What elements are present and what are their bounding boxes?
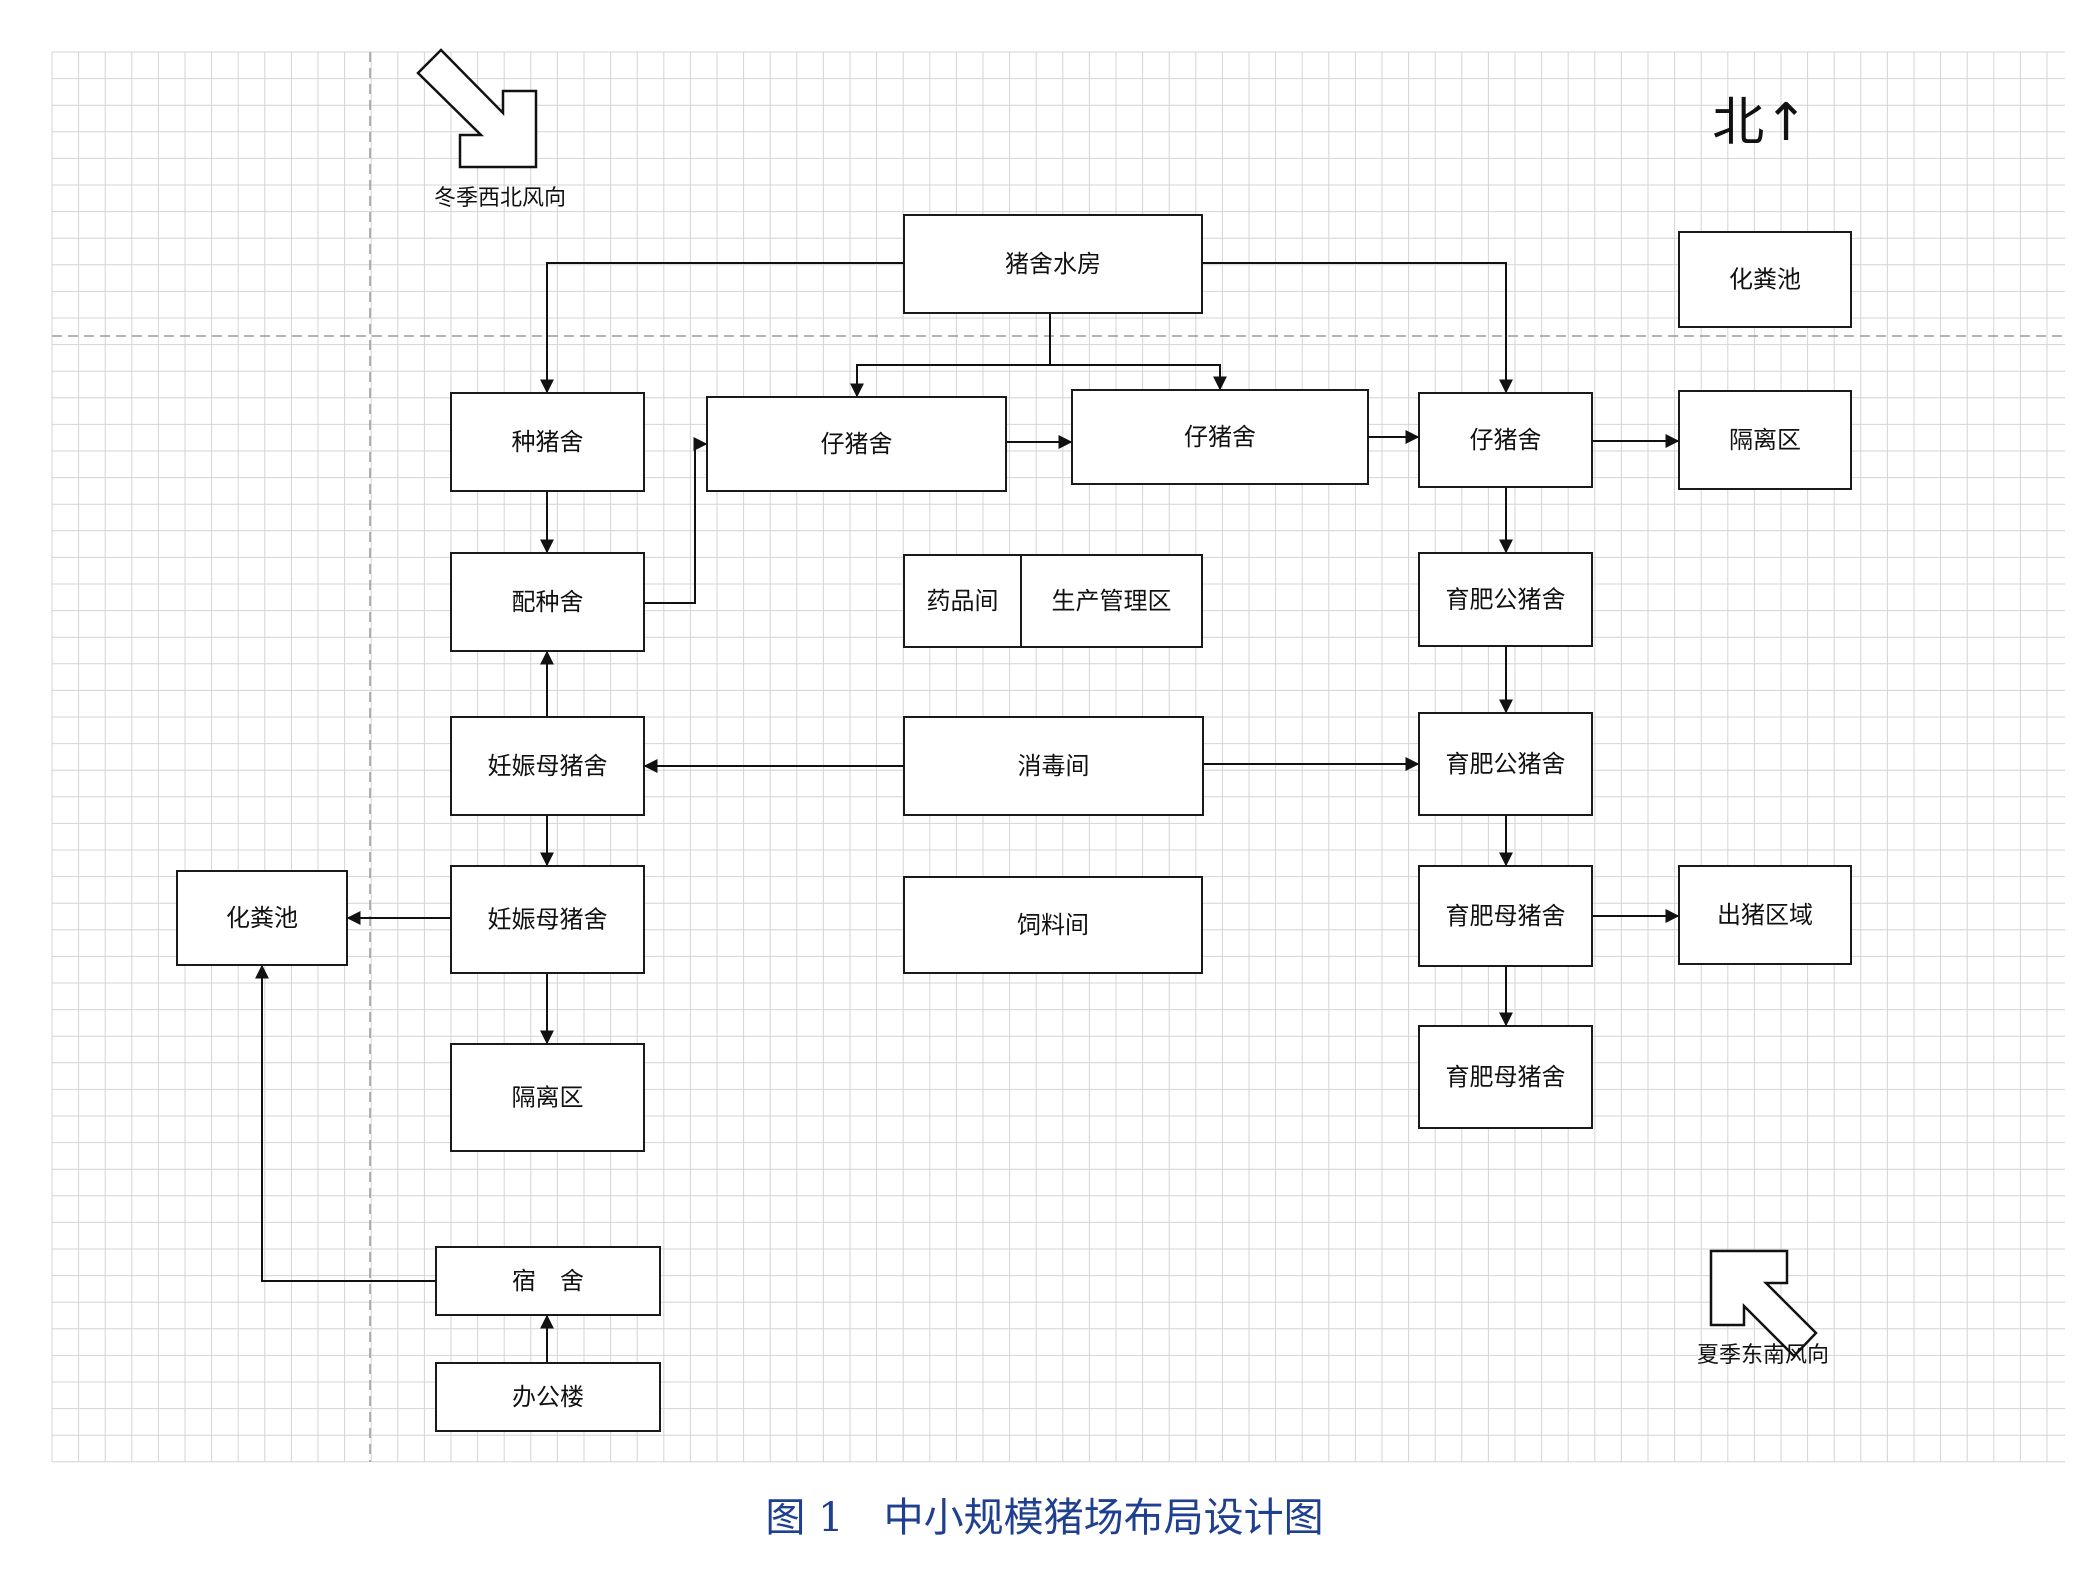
- node-box: [903, 716, 1204, 816]
- node-shipping-area: 出猪区域: [1678, 865, 1852, 965]
- node-piglet-house-3: 仔猪舍: [1418, 392, 1593, 488]
- node-box: [450, 865, 645, 974]
- node-box: [1418, 865, 1593, 967]
- node-isolation-west: 隔离区: [450, 1043, 645, 1152]
- nodes-layer: 猪舍水房化粪池种猪舍仔猪舍仔猪舍仔猪舍隔离区配种舍药品间生产管理区育肥公猪舍妊娠…: [176, 214, 1852, 1432]
- node-pregnant-sow-1: 妊娠母猪舍: [450, 716, 645, 816]
- node-disinfection-room: 消毒间: [903, 716, 1204, 816]
- node-piglet-house-1: 仔猪舍: [706, 396, 1007, 492]
- node-box: [450, 392, 645, 492]
- node-box: [706, 396, 1007, 492]
- node-label: 仔猪舍: [1470, 426, 1542, 454]
- node-box: [450, 1043, 645, 1152]
- node-box: [1020, 554, 1203, 648]
- node-label: 隔离区: [512, 1084, 584, 1112]
- node-label: 育肥公猪舍: [1446, 750, 1566, 778]
- node-manure-pool-ne: 化粪池: [1678, 231, 1852, 328]
- node-fattening-sow-2: 育肥母猪舍: [1418, 1025, 1593, 1129]
- node-label: 化粪池: [1729, 266, 1801, 294]
- node-fattening-boar-2: 育肥公猪舍: [1418, 712, 1593, 816]
- node-label: 仔猪舍: [1184, 423, 1256, 451]
- node-manure-pool-w: 化粪池: [176, 870, 348, 966]
- node-label: 种猪舍: [512, 428, 584, 456]
- node-fattening-boar-1: 育肥公猪舍: [1418, 552, 1593, 647]
- node-dormitory: 宿 舍: [435, 1246, 661, 1316]
- winter-wind-label: 冬季西北风向: [434, 186, 566, 211]
- node-label: 仔猪舍: [821, 430, 893, 458]
- node-box: [435, 1362, 661, 1432]
- node-label: 育肥母猪舍: [1446, 902, 1566, 930]
- node-pregnant-sow-2: 妊娠母猪舍: [450, 865, 645, 974]
- edge-dormitory-to-manure-pool-w: [255, 964, 436, 1282]
- node-label: 配种舍: [512, 588, 584, 616]
- edge-pig-water-room-to-piglet-house-1: [850, 313, 1051, 398]
- node-box: [1418, 392, 1593, 488]
- node-box: [1678, 865, 1852, 965]
- node-label: 妊娠母猪舍: [488, 906, 608, 934]
- node-mating-house: 配种舍: [450, 552, 645, 652]
- node-label: 隔离区: [1729, 426, 1801, 454]
- node-pharmacy-room: 药品间: [903, 554, 1022, 648]
- node-breeding-boar-house: 种猪舍: [450, 392, 645, 492]
- node-box: [435, 1246, 661, 1316]
- node-box: [903, 876, 1203, 974]
- node-fattening-sow-1: 育肥母猪舍: [1418, 865, 1593, 967]
- summer-wind-label: 夏季东南风向: [1697, 1343, 1829, 1368]
- node-label: 消毒间: [1018, 752, 1090, 780]
- node-label: 出猪区域: [1717, 901, 1813, 929]
- node-feed-room: 饲料间: [903, 876, 1203, 974]
- node-box: [1418, 552, 1593, 647]
- node-box: [450, 552, 645, 652]
- node-box: [903, 214, 1203, 314]
- node-label: 饲料间: [1017, 911, 1089, 939]
- node-piglet-house-2: 仔猪舍: [1071, 389, 1369, 485]
- edge-pig-water-room-to-breeding-boar-house: [540, 262, 904, 394]
- winter-wind-arrow-icon: [416, 48, 538, 169]
- node-label: 妊娠母猪舍: [488, 752, 608, 780]
- north-label: 北↑: [1712, 93, 1808, 153]
- node-box: [450, 716, 645, 816]
- node-label: 宿 舍: [512, 1267, 584, 1295]
- node-box: [1418, 1025, 1593, 1129]
- node-label: 药品间: [927, 587, 999, 615]
- node-label: 生产管理区: [1052, 587, 1172, 615]
- node-office-building: 办公楼: [435, 1362, 661, 1432]
- node-box: [176, 870, 348, 966]
- node-label: 化粪池: [226, 904, 298, 932]
- figure-caption: 图 1 中小规模猪场布局设计图: [765, 1495, 1324, 1541]
- node-pig-water-room: 猪舍水房: [903, 214, 1203, 314]
- node-box: [1678, 231, 1852, 328]
- summer-wind-arrow-icon: [1709, 1249, 1818, 1358]
- node-label: 办公楼: [512, 1383, 584, 1411]
- node-label: 猪舍水房: [1005, 250, 1101, 278]
- node-box: [1418, 712, 1593, 816]
- node-label: 育肥母猪舍: [1446, 1063, 1566, 1091]
- edge-mating-house-to-piglet-house-1: [644, 437, 708, 604]
- node-box: [1071, 389, 1369, 485]
- edge-pig-water-room-to-piglet-house-2: [1049, 313, 1227, 391]
- node-label: 育肥公猪舍: [1446, 586, 1566, 614]
- node-production-mgmt: 生产管理区: [1020, 554, 1203, 648]
- node-box: [1678, 390, 1852, 490]
- edge-pig-water-room-to-piglet-house-3: [1202, 262, 1513, 394]
- edges-layer: [255, 262, 1680, 1362]
- node-isolation-east: 隔离区: [1678, 390, 1852, 490]
